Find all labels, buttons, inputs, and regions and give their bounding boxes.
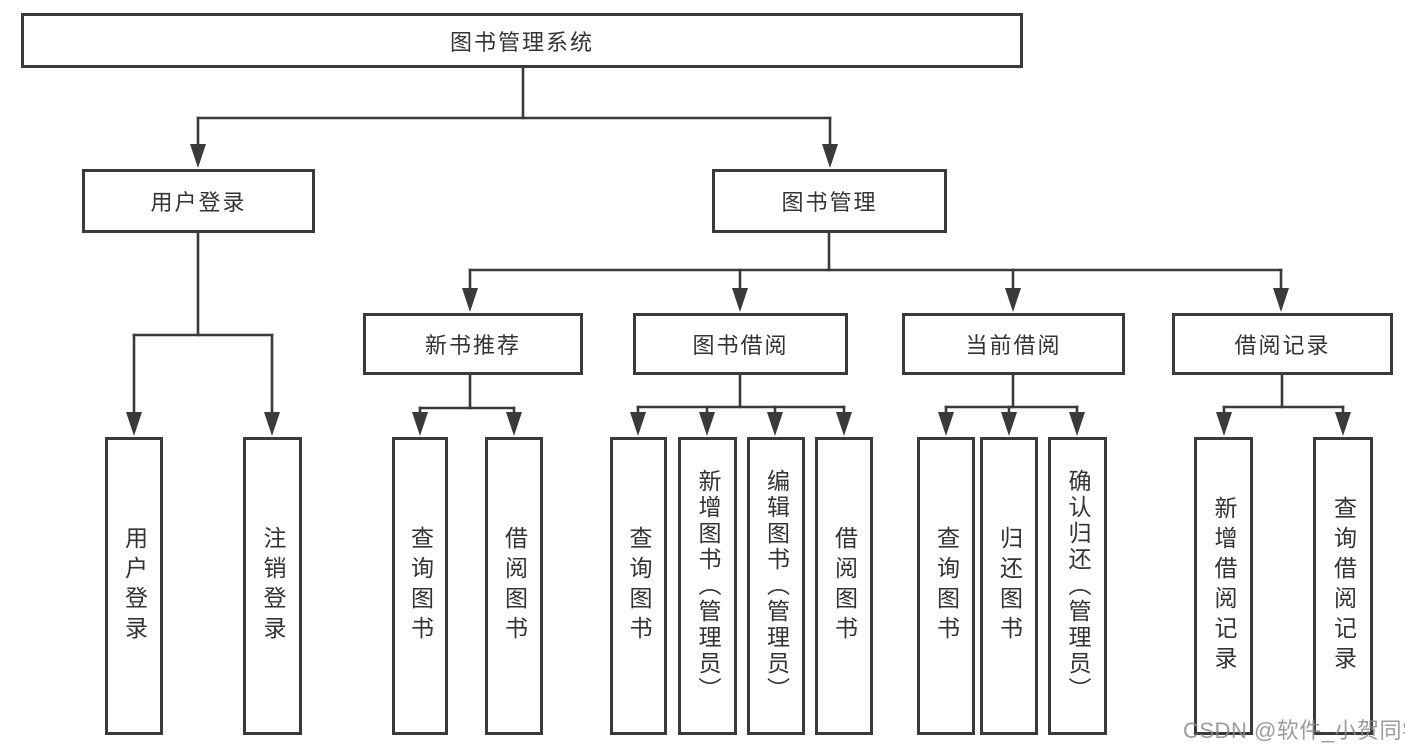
leaf-borrow-books-1: 借阅图书: [485, 437, 543, 735]
leaf-add-borrow-record: 新增借阅记录: [1194, 437, 1253, 735]
leaf-edit-book-admin: 编辑图书（管理员）: [747, 437, 805, 735]
csdn-watermark: CSDN @软件_小贺同学: [1183, 718, 1405, 743]
node-user-login: 用户登录: [82, 169, 315, 233]
leaf-query-books-3: 查询图书: [917, 437, 975, 735]
leaf-query-borrow-record: 查询借阅记录: [1313, 437, 1373, 735]
leaf-query-books-1: 查询图书: [392, 437, 448, 735]
node-library-management-system: 图书管理系统: [21, 13, 1023, 68]
node-borrow-records: 借阅记录: [1172, 313, 1393, 375]
leaf-user-login: 用户登录: [105, 437, 163, 735]
node-current-borrowing: 当前借阅: [902, 313, 1125, 375]
leaf-logout: 注销登录: [243, 437, 302, 735]
node-book-management: 图书管理: [712, 169, 947, 233]
node-new-book-recommend: 新书推荐: [363, 313, 583, 375]
leaf-borrow-books-2: 借阅图书: [815, 437, 873, 735]
leaf-return-books: 归还图书: [980, 437, 1038, 735]
leaf-add-book-admin: 新增图书（管理员）: [678, 437, 737, 735]
leaf-confirm-return-admin: 确认归还（管理员）: [1048, 437, 1107, 735]
node-book-borrowing: 图书借阅: [633, 313, 848, 375]
leaf-query-books-2: 查询图书: [610, 437, 667, 735]
